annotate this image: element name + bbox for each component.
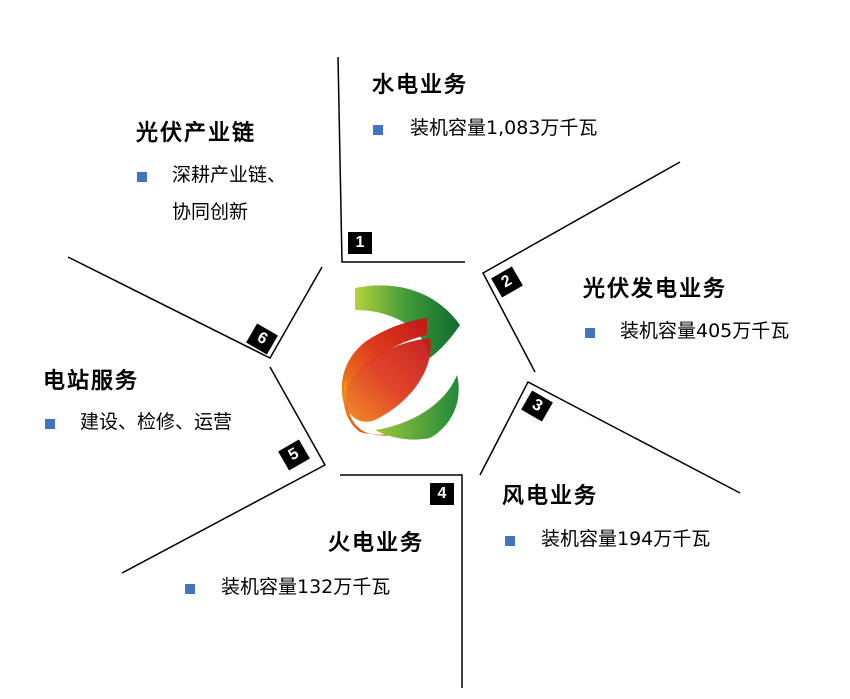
segment-item-station-service: 建设、检修、运营 — [80, 411, 233, 433]
divider-line-2 — [481, 161, 681, 373]
segment-title-pv-power: 光伏发电业务 — [583, 277, 728, 302]
segment-item-pv-industry-chain-2: 协同创新 — [172, 201, 249, 223]
segment-title-pv-industry-chain: 光伏产业链 — [136, 121, 257, 146]
segment-badge-4: 4 — [430, 483, 454, 505]
segment-item-pv-industry-chain-1: 深耕产业链、 — [172, 164, 287, 186]
company-logo-icon — [341, 285, 460, 440]
segment-item-thermal: 装机容量132万千瓦 — [221, 576, 391, 598]
bullet-icon — [185, 584, 195, 594]
segment-item-hydro: 装机容量1,083万千瓦 — [410, 117, 598, 139]
bullet-icon — [137, 172, 147, 182]
segment-title-station-service: 电站服务 — [43, 369, 140, 394]
bullet-icon — [373, 125, 383, 135]
bullet-icon — [585, 328, 595, 338]
divider-line-1 — [337, 56, 465, 263]
segment-title-wind: 风电业务 — [502, 484, 599, 509]
divider-line-4 — [340, 474, 463, 688]
divider-line-6 — [67, 256, 323, 359]
bullet-icon — [45, 419, 55, 429]
segment-title-thermal: 火电业务 — [328, 531, 425, 556]
divider-line-5 — [121, 366, 327, 574]
segment-item-wind: 装机容量194万千瓦 — [541, 528, 711, 550]
segment-item-pv-power: 装机容量405万千瓦 — [620, 320, 790, 342]
bullet-icon — [505, 536, 515, 546]
divider-line-3 — [479, 380, 741, 494]
segment-badge-1: 1 — [348, 232, 372, 254]
segment-title-hydro: 水电业务 — [372, 73, 469, 98]
